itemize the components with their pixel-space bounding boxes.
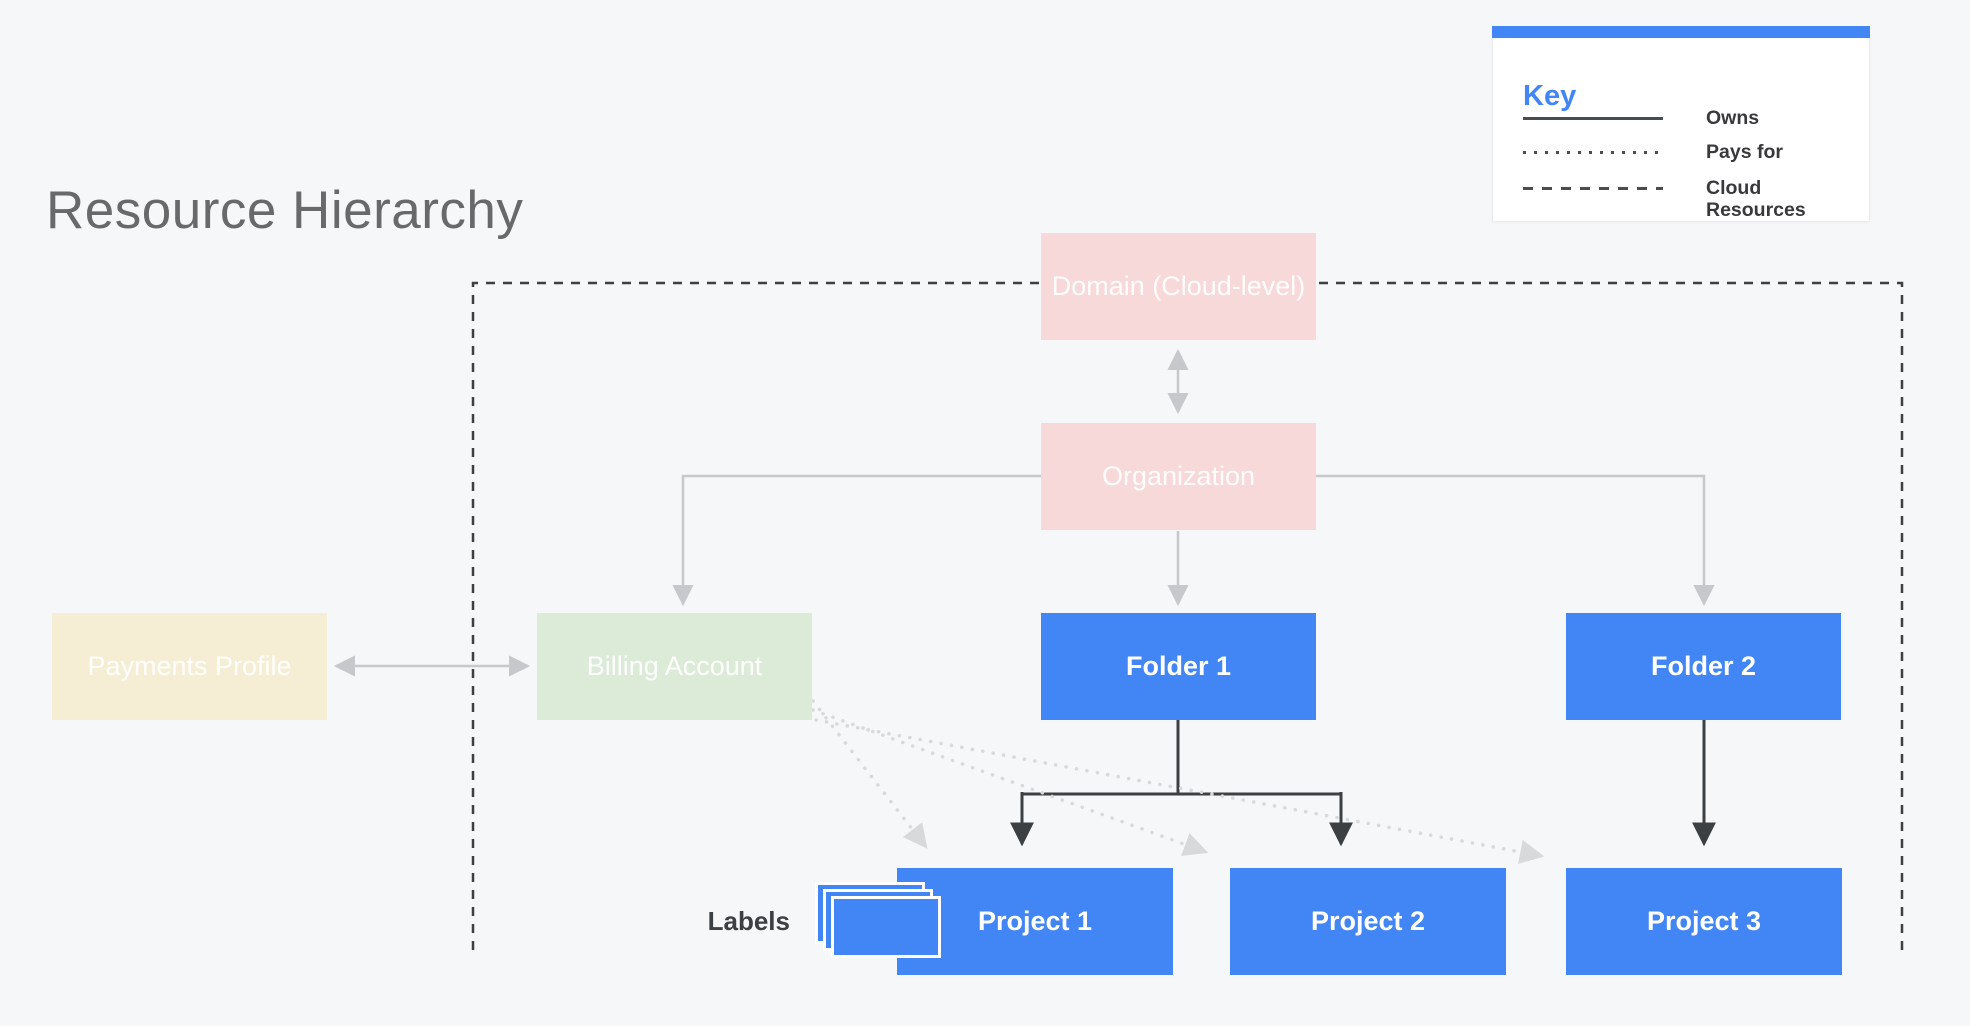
node-organization: Organization [1041, 423, 1316, 530]
node-project1: Project 1 [897, 868, 1173, 975]
label-card-icon [831, 896, 941, 958]
owns-arrow-organization-billing-account [672, 474, 1041, 607]
node-label: Project 1 [977, 906, 1093, 936]
legend-title: Key [1523, 80, 1577, 112]
node-payments-profile: Payments Profile [52, 613, 327, 720]
node-project3: Project 3 [1566, 868, 1842, 975]
labels-caption: Labels [707, 906, 790, 936]
node-label: Organization [1101, 461, 1256, 491]
owns-arrow-organization-folder2 [1316, 474, 1715, 607]
legend-item-label: Owns [1706, 107, 1760, 129]
legend: Key Owns Pays for Cloud Resources [1492, 26, 1870, 222]
pays-for-line-billing-project1 [811, 699, 928, 849]
pays-for-line-billing-project2 [811, 708, 1209, 857]
node-domain: Domain (Cloud-level) [1041, 233, 1316, 340]
dotted-line-icon [1523, 151, 1663, 154]
node-label: Domain (Cloud-level) [1051, 271, 1306, 301]
node-label: Folder 1 [1125, 651, 1232, 681]
node-label: Payments Profile [87, 651, 292, 681]
folder1-branch-line [1022, 719, 1341, 796]
dashed-line-icon [1523, 187, 1663, 190]
node-label: Folder 2 [1650, 651, 1757, 681]
node-label: Project 3 [1646, 906, 1762, 936]
page-title: Resource Hierarchy [46, 181, 524, 240]
labels-stack-icon [815, 882, 951, 962]
legend-top-bar [1492, 26, 1870, 38]
node-project2: Project 2 [1230, 868, 1506, 975]
node-billing-account: Billing Account [537, 613, 812, 720]
node-folder2: Folder 2 [1566, 613, 1841, 720]
node-folder1: Folder 1 [1041, 613, 1316, 720]
pays-for-line-billing-project3 [814, 718, 1545, 864]
legend-item-label: Pays for [1706, 141, 1783, 163]
node-label: Project 2 [1310, 906, 1426, 936]
legend-item-label: Cloud Resources [1706, 177, 1806, 221]
solid-line-icon [1523, 117, 1663, 120]
node-label: Billing Account [586, 651, 763, 681]
